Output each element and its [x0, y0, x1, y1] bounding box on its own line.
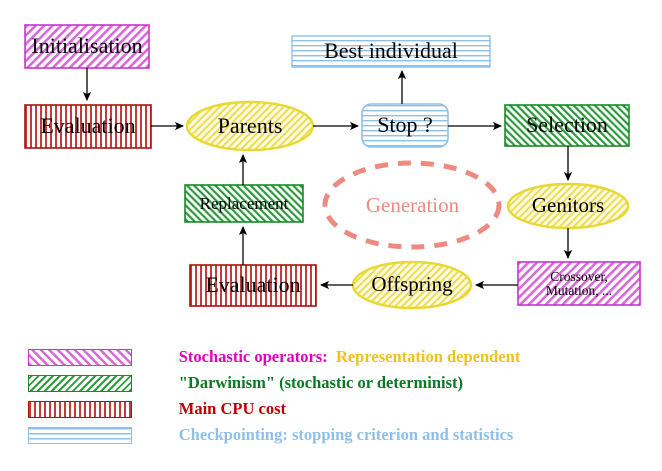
node-generation-boundary	[322, 160, 502, 250]
node-parents	[185, 100, 315, 152]
legend-row-stochastic-operators: Stochastic operators: Representation dep…	[0, 344, 662, 370]
node-replacement	[184, 184, 304, 223]
legend-swatch-red	[28, 400, 132, 418]
node-crossover-mutation	[517, 261, 641, 306]
legend-swatch-blue	[28, 426, 132, 444]
legend-row-main-cpu-cost: Main CPU cost	[0, 396, 662, 422]
node-genitors	[506, 182, 630, 230]
legend-label-darwinism: "Darwinism" (stochastic or determinist)	[178, 373, 464, 392]
node-selection	[504, 104, 630, 147]
legend-label-main-cpu-cost: Main CPU cost	[178, 399, 286, 418]
node-evaluation-top	[24, 104, 152, 149]
legend-row-checkpointing: Checkpointing: stopping criterion and st…	[0, 422, 662, 448]
node-offspring	[351, 260, 473, 310]
legend-row-darwinism: "Darwinism" (stochastic or determinist)	[0, 370, 662, 396]
legend-swatch-magenta	[28, 348, 132, 366]
node-best-individual	[291, 35, 491, 68]
node-evaluation-bottom	[189, 264, 317, 307]
legend-label-stochastic-operators: Stochastic operators: Representation dep…	[178, 347, 521, 366]
node-stop	[361, 103, 449, 148]
legend-swatch-green	[28, 374, 132, 392]
legend-label-checkpointing: Checkpointing: stopping criterion and st…	[178, 425, 514, 444]
node-initialisation	[24, 24, 150, 69]
